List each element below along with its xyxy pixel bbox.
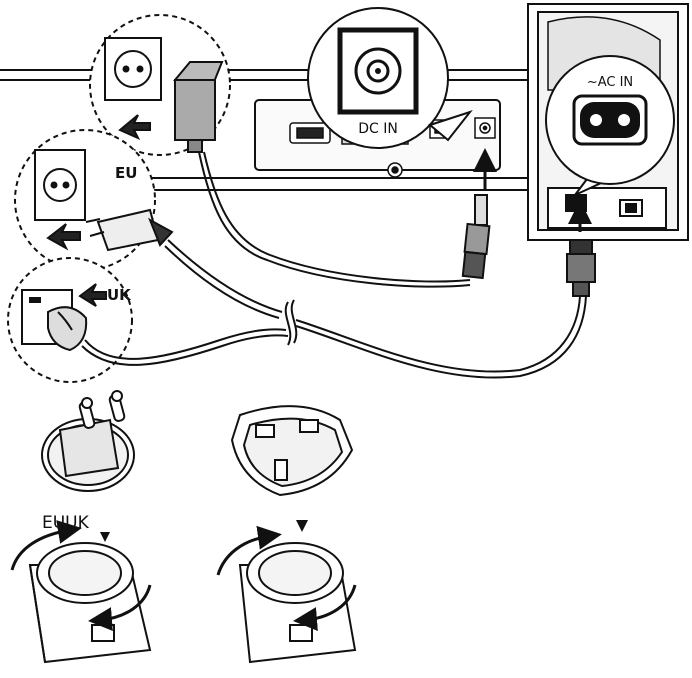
dc-in-label: DC IN xyxy=(358,121,398,137)
adapter-base-left xyxy=(28,542,152,664)
outlet-zoom-uk xyxy=(7,257,133,383)
alignment-marker xyxy=(100,520,308,542)
cables xyxy=(81,151,587,379)
eu-head-icon xyxy=(41,390,135,492)
wall-outlet-icon xyxy=(104,37,162,101)
eu-plug-label: EU xyxy=(115,164,137,182)
ac-in-label: ~AC IN xyxy=(587,75,633,90)
uk-head-icon xyxy=(230,405,354,497)
dc-in-zoom: DC IN xyxy=(307,7,473,149)
ac-plug-icon xyxy=(566,239,596,297)
outlet-zoom-eu xyxy=(14,129,156,271)
ac-in-port xyxy=(565,194,587,212)
adapter-base-right xyxy=(238,542,357,664)
eu-plug-icon xyxy=(85,208,174,252)
ac-in-zoom: ~AC IN xyxy=(545,55,675,196)
euuk-caption: EUUK xyxy=(42,513,90,533)
rotate-arrow-icon xyxy=(10,520,357,631)
uk-plug-label: UK xyxy=(107,286,132,304)
insert-arrow-icon xyxy=(473,148,592,232)
dc-plug-icon xyxy=(461,194,491,280)
power-adapter-icon xyxy=(172,61,224,153)
